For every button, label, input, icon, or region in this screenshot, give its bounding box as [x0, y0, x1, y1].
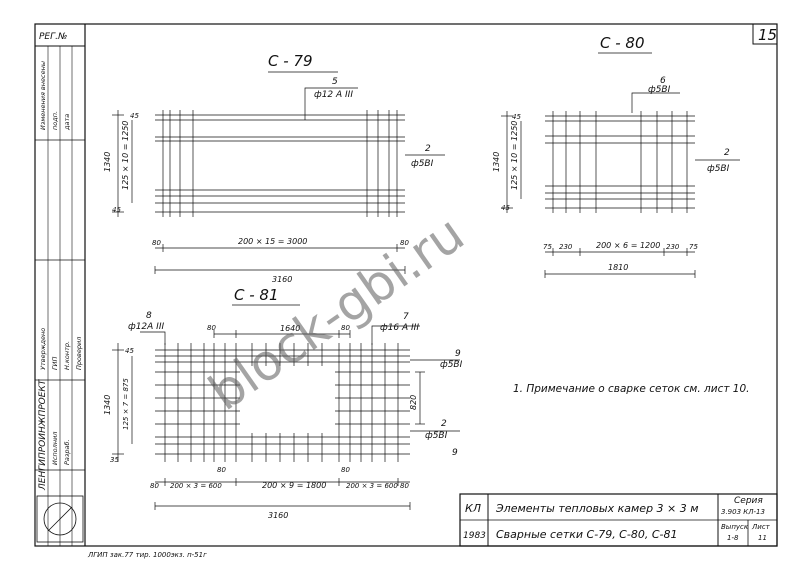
c79-pos2-bar: ф5ВI [411, 159, 434, 169]
stamp-list-label: Лист [751, 523, 771, 531]
c80-pos2-bar: ф5ВI [707, 164, 730, 174]
c81-top-r: 80 [341, 324, 350, 332]
stamp-vyp-label: Выпуск [721, 523, 749, 531]
c79-pos5-bar: ф12 А III [314, 90, 353, 100]
stamp-list-value: 11 [758, 534, 767, 542]
c81-pos2-bar: ф5ВI [425, 431, 448, 441]
stamp-title2: Сварные сетки С-79, С-80, С-81 [496, 528, 677, 541]
side-line-7: Исполнил [51, 432, 59, 465]
net-c81 [112, 304, 460, 510]
stamp-seria-value: 3.903 КЛ-13 [721, 508, 765, 516]
title-block [459, 493, 778, 547]
side-line-2: дата [63, 114, 71, 131]
stamp-title1: Элементы тепловых камер 3 × 3 м [495, 502, 699, 515]
c79-h-total: 3160 [272, 275, 292, 284]
net-c80 [501, 52, 740, 278]
c80-pos6: 6 [660, 76, 666, 86]
c81-top-l: 80 [207, 324, 216, 332]
c81-h-edge-l: 80 [150, 482, 159, 490]
note-text: 1. Примечание о сварке сеток см. лист 10… [513, 383, 750, 395]
side-org: ЛЕНГИПРОИНЖПРОЕКТ [38, 378, 48, 491]
c80-pos2: 2 [724, 148, 730, 158]
c81-pos9: 9 [455, 349, 461, 359]
net-c79 [112, 71, 445, 274]
stamp-year: 1983 [463, 531, 486, 541]
stamp-seria-label: Серия [734, 496, 763, 506]
c80-v-edge-top: 45 [512, 113, 521, 121]
c80-v-edge-bot: 45 [501, 204, 510, 212]
sheet-number: 15 [758, 26, 777, 44]
c81-h-a: 200 × 3 = 600 [170, 482, 222, 490]
sheet-number-box [752, 23, 778, 45]
c80-h-edge-l: 75 [543, 243, 552, 251]
c81-pos7: 7 [403, 312, 409, 322]
c80-h-b: 230 [666, 243, 680, 251]
side-line-5: Н.контр. [63, 341, 71, 370]
c80-pos6-bar: ф5ВI [648, 85, 671, 95]
side-line-4: ГИП [51, 357, 59, 370]
c81-v-edge-bot: 35 [110, 456, 119, 464]
c81-in-r: 80 [341, 466, 350, 474]
c80-v-total: 1340 [492, 152, 501, 172]
c80-h-edge-r: 75 [689, 243, 698, 251]
sheet-frame [34, 23, 778, 547]
c80-h-pitch: 200 × 6 = 1200 [596, 241, 660, 250]
c81-pos9b: 9 [452, 448, 458, 458]
c81-v-pitch: 125 × 7 = 875 [122, 378, 130, 430]
c81-v-opening: 820 [409, 395, 418, 410]
c79-v-edge-top: 45 [130, 112, 139, 120]
c81-pos8-bar: ф12А III [128, 322, 164, 332]
c80-h-a: 230 [559, 243, 573, 251]
footer-print: ЛГИП зак.77 тир. 1000экз. п-51г [87, 551, 207, 559]
c80-v-pitch: 125 × 10 = 1250 [510, 121, 519, 190]
c80-title: С - 80 [600, 34, 645, 52]
c80-h-total: 1810 [608, 263, 628, 272]
c81-pos2: 2 [441, 419, 447, 429]
c79-v-total: 1340 [103, 152, 112, 172]
c81-title: С - 81 [234, 286, 279, 304]
stamp-code: КЛ [465, 502, 481, 515]
c81-top-mid: 1640 [280, 324, 300, 333]
c79-v-pitch: 125 × 10 = 1250 [121, 121, 130, 190]
side-line-6: Проверил [75, 337, 83, 370]
c79-title: С - 79 [268, 52, 313, 70]
c81-pos7-bar: ф16 А III [380, 323, 419, 333]
c81-h-total: 3160 [268, 511, 288, 520]
c79-h-edge-l: 80 [152, 239, 161, 247]
c81-h-edge-r: 80 [400, 482, 409, 490]
side-line-8: Разраб. [63, 439, 71, 465]
c79-h-edge-r: 80 [400, 239, 409, 247]
side-line-0: Изменения внесены [39, 61, 47, 130]
c81-h-mid: 200 × 9 = 1800 [262, 481, 326, 490]
c81-in-l: 80 [217, 466, 226, 474]
c81-pos8: 8 [146, 311, 152, 321]
c81-h-b: 200 × 3 = 600 [346, 482, 398, 490]
c81-v-edge-top: 45 [125, 347, 134, 355]
c79-v-edge-bot: 45 [112, 206, 121, 214]
c81-v-total: 1340 [103, 395, 112, 415]
kl-logo-icon [36, 495, 84, 543]
side-line-3: Утверждено [39, 328, 47, 370]
reg-label: РЕГ.№ [39, 32, 67, 42]
stamp-vyp-value: 1-8 [727, 534, 739, 542]
c79-h-pitch: 200 × 15 = 3000 [238, 237, 307, 246]
c79-pos2: 2 [425, 144, 431, 154]
c81-pos9-bar: ф5ВI [440, 360, 463, 370]
c79-pos5: 5 [332, 77, 338, 87]
side-line-1: подп. [51, 111, 59, 130]
